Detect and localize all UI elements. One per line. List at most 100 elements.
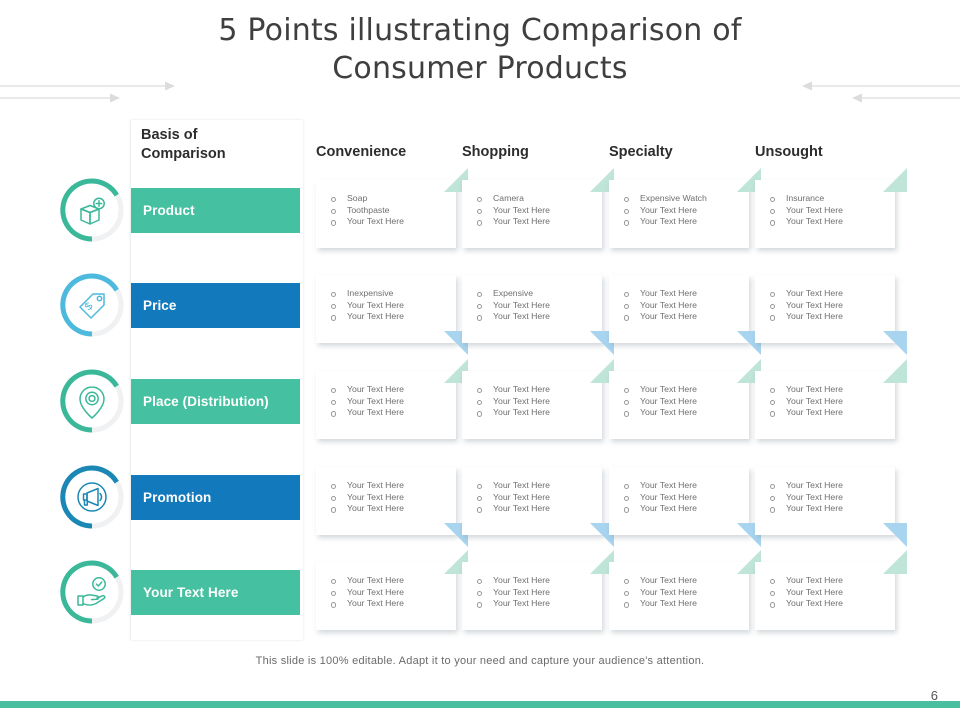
card-bullet: Your Text Here bbox=[623, 396, 749, 408]
page-number: 6 bbox=[930, 688, 938, 703]
row-label-1[interactable]: Product bbox=[131, 188, 300, 233]
row-icon-megaphone-icon bbox=[59, 464, 125, 530]
corner-triangle-icon bbox=[883, 550, 907, 574]
card-bullet: Your Text Here bbox=[769, 396, 895, 408]
card-bullet: Your Text Here bbox=[330, 480, 456, 492]
corner-triangle-icon bbox=[883, 523, 907, 547]
card-bullet: Insurance bbox=[769, 193, 895, 205]
page-title: 5 Points illustrating Comparison of Cons… bbox=[170, 12, 790, 88]
card-bullet: Your Text Here bbox=[623, 205, 749, 217]
card-bullet: Your Text Here bbox=[330, 396, 456, 408]
card-bullet: Your Text Here bbox=[330, 575, 456, 587]
card-bullet: Your Text Here bbox=[476, 396, 602, 408]
card-bullet: Your Text Here bbox=[769, 503, 895, 515]
card-bullet: Your Text Here bbox=[330, 503, 456, 515]
column-header-3: Specialty bbox=[609, 144, 673, 160]
card-bullet: Your Text Here bbox=[769, 300, 895, 312]
card-bullet: Your Text Here bbox=[623, 300, 749, 312]
card-bullet: Your Text Here bbox=[769, 598, 895, 610]
card-bullet: Your Text Here bbox=[330, 216, 456, 228]
card-bullet: Camera bbox=[476, 193, 602, 205]
card-bullet: Your Text Here bbox=[476, 311, 602, 323]
card-bullet: Soap bbox=[330, 193, 456, 205]
card-bullet: Your Text Here bbox=[330, 587, 456, 599]
column-header-4: Unsought bbox=[755, 144, 823, 160]
card-bullet: Your Text Here bbox=[476, 205, 602, 217]
card-bullet: Your Text Here bbox=[476, 300, 602, 312]
card-bullet: Your Text Here bbox=[476, 384, 602, 396]
row-label-4[interactable]: Promotion bbox=[131, 475, 300, 520]
card-bullet: Your Text Here bbox=[476, 492, 602, 504]
row-label-3[interactable]: Place (Distribution) bbox=[131, 379, 300, 424]
card-bullet: Expensive bbox=[476, 288, 602, 300]
corner-triangle-icon bbox=[883, 331, 907, 355]
card-bullet: Your Text Here bbox=[769, 205, 895, 217]
title-line-1: 5 Points illustrating Comparison of bbox=[218, 13, 742, 48]
card-bullet: Your Text Here bbox=[769, 288, 895, 300]
card-bullet: Inexpensive bbox=[330, 288, 456, 300]
card-bullet: Your Text Here bbox=[623, 575, 749, 587]
card-bullet: Your Text Here bbox=[476, 503, 602, 515]
title-line-2: Consumer Products bbox=[332, 51, 628, 86]
card-bullet: Your Text Here bbox=[769, 384, 895, 396]
row-label-5[interactable]: Your Text Here bbox=[131, 570, 300, 615]
card-bullet: Your Text Here bbox=[330, 492, 456, 504]
card-bullet: Expensive Watch bbox=[623, 193, 749, 205]
card-bullet: Your Text Here bbox=[476, 480, 602, 492]
card-bullet: Your Text Here bbox=[623, 407, 749, 419]
row-icon-price-tag-icon: $ bbox=[59, 272, 125, 338]
card-bullet: Your Text Here bbox=[769, 216, 895, 228]
row-label-2[interactable]: Price bbox=[131, 283, 300, 328]
card-bullet: Your Text Here bbox=[769, 480, 895, 492]
card-bullet: Your Text Here bbox=[330, 384, 456, 396]
card-bullet: Your Text Here bbox=[330, 311, 456, 323]
card-bullet: Your Text Here bbox=[623, 503, 749, 515]
decorative-arrows-right bbox=[800, 78, 960, 110]
column-header-1: Convenience bbox=[316, 144, 407, 160]
corner-triangle-icon bbox=[590, 550, 614, 574]
row-icon-location-pin-icon bbox=[59, 368, 125, 434]
card-bullet: Your Text Here bbox=[623, 384, 749, 396]
decorative-arrows-left bbox=[0, 78, 175, 110]
corner-triangle-icon bbox=[883, 168, 907, 192]
corner-triangle-icon bbox=[590, 359, 614, 383]
card-bullet: Your Text Here bbox=[623, 311, 749, 323]
corner-triangle-icon bbox=[590, 523, 614, 547]
card-bullet: Your Text Here bbox=[623, 587, 749, 599]
basis-line-2: Comparison bbox=[141, 146, 226, 162]
